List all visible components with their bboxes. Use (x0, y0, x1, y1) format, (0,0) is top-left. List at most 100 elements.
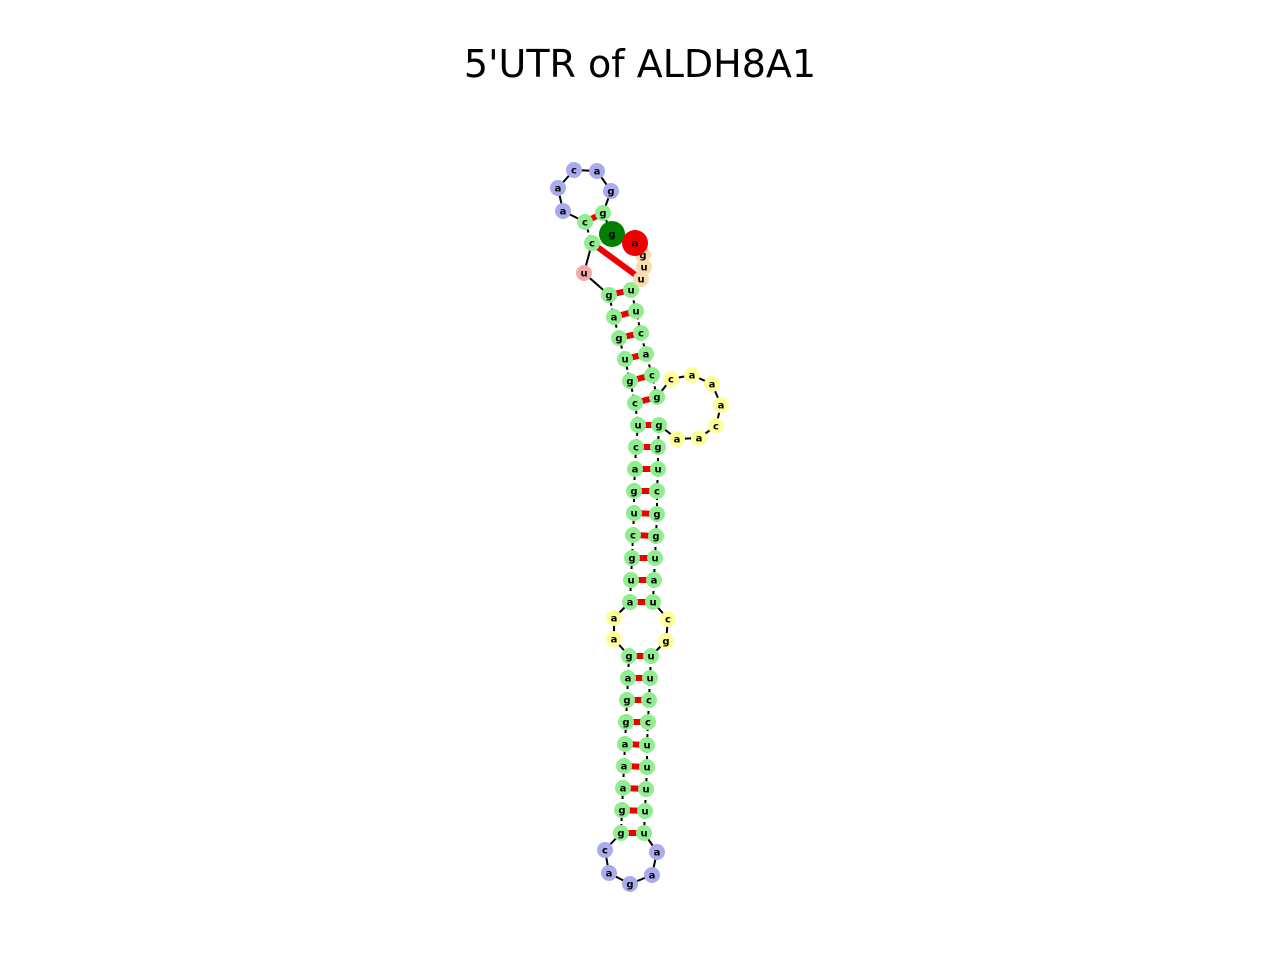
nucleotide: u (637, 803, 653, 819)
nucleotide: g (613, 825, 629, 841)
nucleotide-label: a (625, 674, 632, 685)
nucleotide-label: c (602, 846, 608, 857)
nucleotide-label: u (654, 465, 661, 476)
nucleotide: a (713, 397, 729, 413)
nucleotide-label: a (622, 740, 629, 751)
nucleotide: g (626, 483, 642, 499)
nucleotide-label: u (640, 263, 647, 274)
nucleotide-label: u (643, 763, 650, 774)
nucleotide-label: g (599, 209, 606, 220)
nucleotide-label: a (674, 435, 681, 446)
nucleotide-circle (599, 221, 625, 247)
nucleotide: g (622, 876, 638, 892)
nucleotide-circle (639, 737, 655, 753)
nucleotide: u (630, 417, 646, 433)
nucleotide-label: a (606, 869, 613, 880)
nucleotide-label: g (655, 421, 662, 432)
nucleotide-circle (597, 842, 613, 858)
nucleotide-label: a (649, 871, 656, 882)
nucleotide-label: a (718, 401, 725, 412)
nucleotide-label: g (615, 334, 622, 345)
nucleotide: u (576, 265, 592, 281)
nucleotide: a (622, 230, 648, 256)
nucleotide-circle (704, 376, 720, 392)
nucleotide-circle (658, 633, 674, 649)
nucleotide: c (640, 714, 656, 730)
nucleotide-circle (684, 367, 700, 383)
nucleotide-label: c (668, 375, 674, 386)
nucleotide-label: u (632, 307, 639, 318)
nucleotide: u (623, 572, 639, 588)
nucleotide-label: g (622, 718, 629, 729)
nucleotide-circle (636, 825, 652, 841)
nucleotide: a (691, 430, 707, 446)
nucleotide-label: u (627, 286, 634, 297)
nucleotide-label: g (618, 806, 625, 817)
nucleotide-label: g (653, 510, 660, 521)
nucleotide-label: g (625, 652, 632, 663)
nucleotide: u (642, 670, 658, 686)
nucleotide: c (660, 611, 676, 627)
nucleotide-circle (611, 330, 627, 346)
nucleotide: g (649, 389, 665, 405)
nucleotide-label: c (654, 487, 660, 498)
nucleotide: a (638, 346, 654, 362)
nucleotide-label: g (607, 187, 614, 198)
nucleotide-label: g (639, 251, 646, 262)
nucleotide-circle (621, 648, 637, 664)
nucleotide: u (628, 303, 644, 319)
nucleotide-circle (638, 346, 654, 362)
nucleotide: a (606, 610, 622, 626)
nucleotide-circle (637, 803, 653, 819)
nucleotide-label: g (626, 377, 633, 388)
nucleotide-label: u (646, 674, 653, 685)
nucleotide: a (601, 865, 617, 881)
nucleotide-circle (606, 631, 622, 647)
nucleotide-circle (623, 282, 639, 298)
nucleotide: g (601, 287, 617, 303)
nucleotide-circle (589, 163, 605, 179)
nucleotide: u (617, 351, 633, 367)
nucleotide-circle (627, 395, 643, 411)
nucleotide-label: u (651, 554, 658, 565)
nucleotide: a (620, 670, 636, 686)
nucleotide-label: a (709, 380, 716, 391)
nucleotide-circle (618, 714, 634, 730)
nucleotide-circle (639, 759, 655, 775)
nucleotide: g (658, 633, 674, 649)
nucleotide-label: c (633, 443, 639, 454)
nucleotide-circle (566, 162, 582, 178)
nucleotide-circle (644, 867, 660, 883)
nucleotide-circle (595, 205, 611, 221)
nucleotide: u (636, 825, 652, 841)
nucleotide-label: u (641, 807, 648, 818)
nucleotide: c (708, 418, 724, 434)
nucleotide-circle (633, 325, 649, 341)
nucleotide-label: a (654, 848, 661, 859)
nucleotide-circle (649, 483, 665, 499)
nucleotide-label: u (640, 829, 647, 840)
nucleotide-circle (601, 287, 617, 303)
nucleotide-label: a (627, 598, 634, 609)
nucleotide-label: g (630, 487, 637, 498)
nucleotide-circle (643, 648, 659, 664)
nucleotide-circle (623, 572, 639, 588)
nucleotide-label: u (580, 269, 587, 280)
nucleotide-label: g (623, 696, 630, 707)
nucleotide-circle (691, 430, 707, 446)
nucleotide: g (618, 714, 634, 730)
nucleotide-label: a (594, 167, 601, 178)
nucleotide: u (639, 737, 655, 753)
nucleotide: g (599, 221, 625, 247)
nucleotide-label: c (589, 239, 595, 250)
nucleotide: g (650, 439, 666, 455)
nucleotide: a (589, 163, 605, 179)
nucleotide: u (638, 781, 654, 797)
nucleotide-circle (636, 259, 652, 275)
nucleotide-label: u (630, 509, 637, 520)
nucleotide-label: u (649, 598, 656, 609)
nucleotide-layer: gggacaaccugagugcucagucguaaagaggaaaggcaga… (550, 162, 729, 892)
nucleotide-label: u (637, 275, 644, 286)
nucleotide: a (615, 780, 631, 796)
nucleotide: c (644, 367, 660, 383)
